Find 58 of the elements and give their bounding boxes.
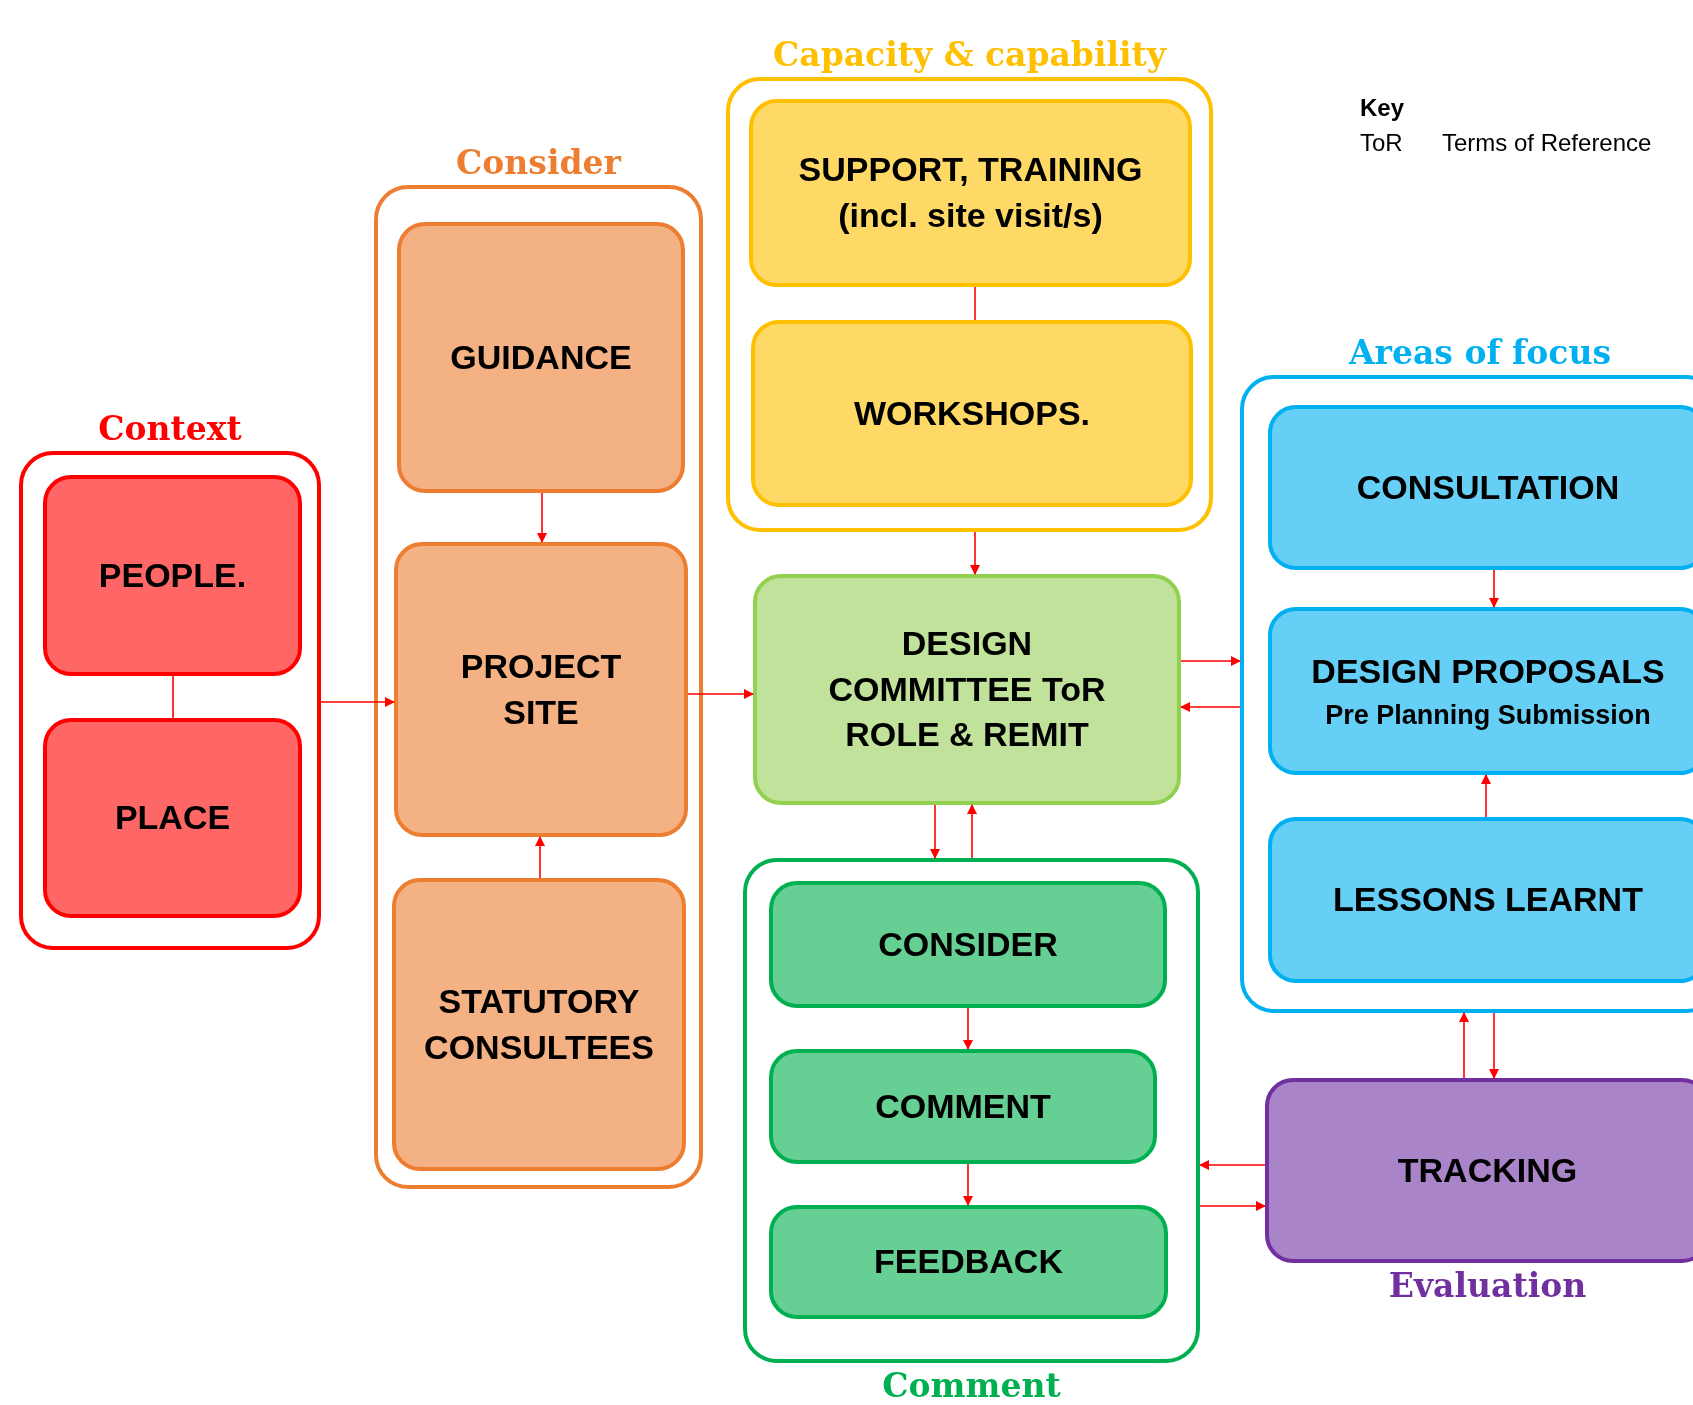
box-label: PROJECT SITE [459, 645, 623, 733]
process-box [753, 574, 1181, 805]
group-title: Evaluation [1388, 1269, 1587, 1302]
box-label: FEEDBACK [873, 1241, 1064, 1283]
box-label: LESSONS LEARNT [1332, 879, 1644, 921]
arrow [1180, 702, 1241, 712]
group-title: Comment [882, 1369, 1061, 1402]
arrow [1481, 774, 1491, 818]
arrow [963, 1007, 973, 1050]
box-label: CONSULTATION [1355, 466, 1621, 508]
connector-line [974, 286, 976, 321]
key-text: ToR [1360, 128, 1403, 158]
arrow [930, 804, 940, 859]
process-box [397, 222, 685, 493]
process-box [394, 542, 688, 837]
arrow [537, 492, 547, 543]
process-box [769, 881, 1167, 1008]
box-label: CONSIDER [877, 923, 1059, 965]
box-label: COMMENT [874, 1085, 1052, 1127]
arrow [967, 804, 977, 859]
process-box [749, 99, 1192, 287]
box-subtitle: Pre Planning Submission [1324, 699, 1652, 733]
process-box [43, 718, 302, 918]
arrow [535, 836, 545, 879]
arrow [320, 697, 395, 707]
box-label: SUPPORT, TRAINING (incl. site visit/s) [797, 149, 1144, 236]
box-label: PEOPLE. [97, 554, 248, 596]
process-box [43, 475, 302, 676]
box-label: STATUTORY CONSULTEES [423, 980, 655, 1068]
process-box [769, 1049, 1157, 1164]
arrow [1199, 1201, 1266, 1211]
arrow [970, 531, 980, 575]
arrow [963, 1163, 973, 1206]
arrow [1489, 569, 1499, 608]
connector-line [172, 675, 174, 719]
box-label: WORKSHOPS. [852, 392, 1092, 434]
arrow [687, 689, 754, 699]
key-heading: Key [1360, 93, 1405, 123]
arrow [1180, 656, 1241, 666]
box-label: DESIGN COMMITTEE ToR ROLE & REMIT [827, 622, 1107, 756]
key-text: Terms of Reference [1442, 128, 1652, 158]
process-box [1268, 817, 1693, 983]
box-label: DESIGN PROPOSALS [1310, 651, 1666, 693]
arrow [1459, 1012, 1469, 1079]
group-title: Consider [456, 146, 621, 179]
box-label: GUIDANCE [449, 336, 633, 378]
arrow [1489, 1012, 1499, 1079]
group-title: Context [98, 412, 242, 445]
process-box [1268, 405, 1693, 570]
group-title: Capacity & capability [773, 38, 1166, 71]
process-box [392, 878, 686, 1171]
box-label: TRACKING [1396, 1149, 1579, 1191]
process-box [751, 320, 1193, 507]
group-title: Areas of focus [1349, 336, 1611, 369]
box-label: PLACE [113, 797, 232, 839]
process-box [769, 1205, 1168, 1319]
process-box [1268, 607, 1693, 775]
arrow [1199, 1160, 1266, 1170]
